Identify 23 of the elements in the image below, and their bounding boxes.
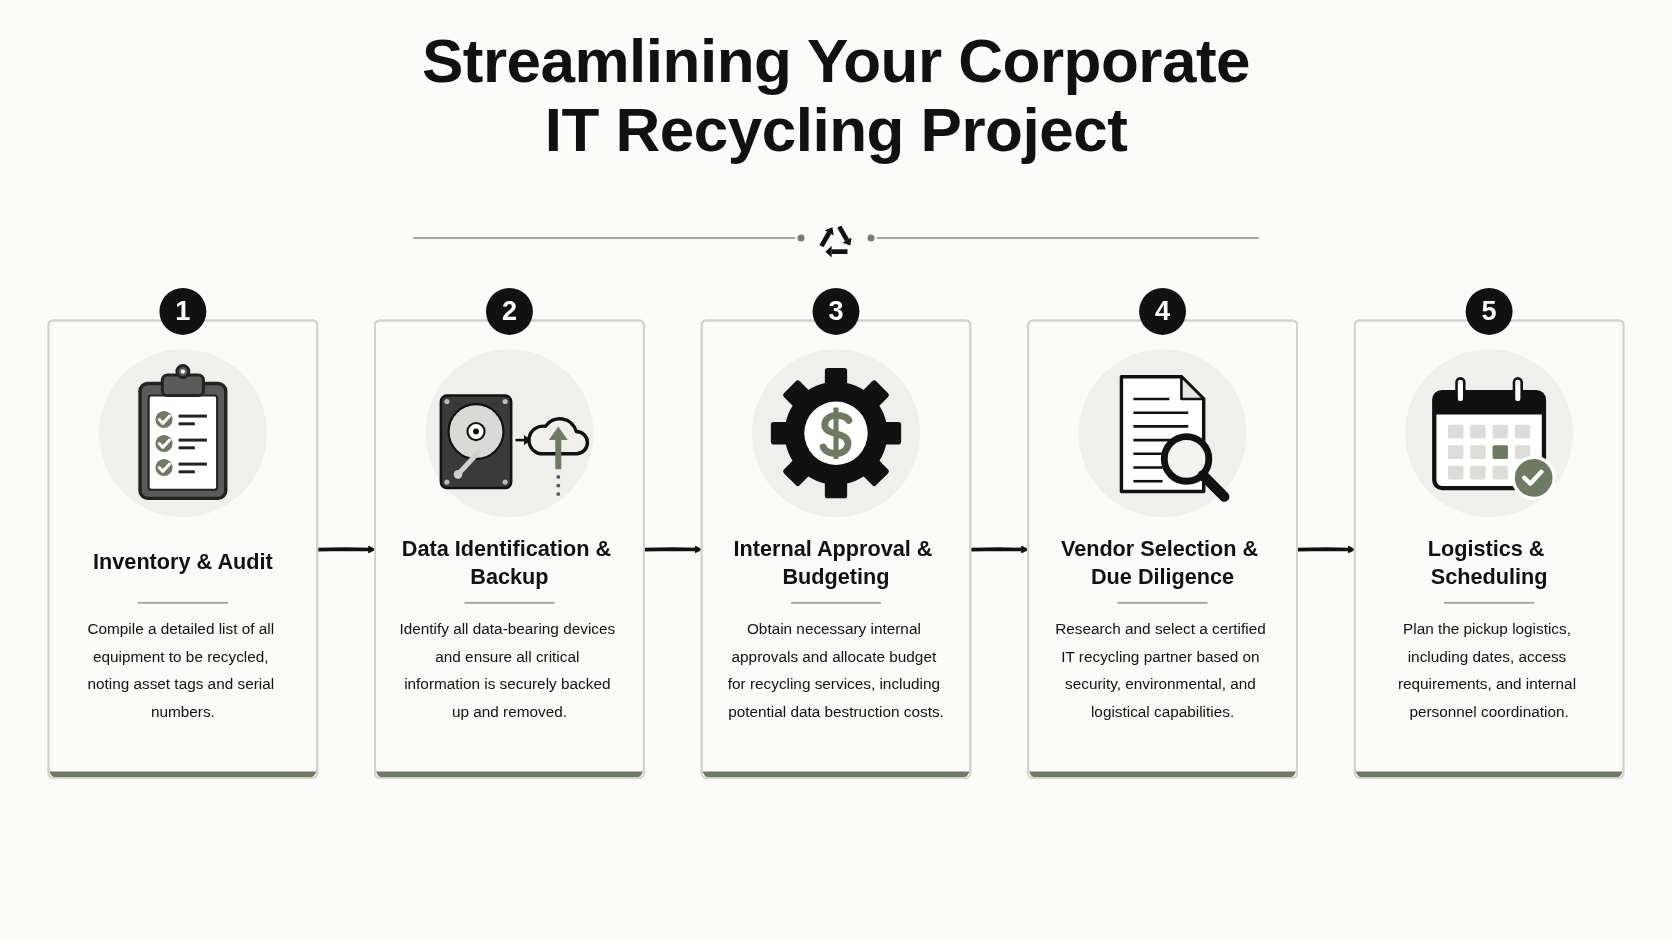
- arrow: [317, 545, 376, 554]
- number-badge: 5: [1465, 288, 1513, 335]
- number-badge: 3: [812, 288, 860, 335]
- step-title: Data Identification & Backup: [400, 534, 613, 591]
- number-badge: 4: [1139, 288, 1186, 335]
- step-card: [47, 288, 319, 779]
- arrow: [970, 545, 1029, 554]
- step-title: Logistics & Scheduling: [1426, 534, 1549, 591]
- number-badge: 1: [159, 288, 207, 335]
- step-title: Inventory & Audit: [93, 548, 273, 577]
- step-description: Obtain necessary internal approvals and allocate budget for recycling services, including potential data bestruction costs.: [726, 619, 945, 723]
- step-description: Identify all data-bearing devices and ensure all critical information is securely backed up and removed.: [398, 619, 617, 723]
- step-title: Internal Approval & Budgeting: [732, 534, 934, 591]
- number-badge: 2: [486, 288, 533, 335]
- step-card: [700, 288, 972, 779]
- step-description: Plan the pickup logistics, including dates, access requirements, and internal personnel coordination.: [1396, 619, 1578, 723]
- step-description: Research and select a certified IT recycling partner based on security, environmental, and logistical capabilities.: [1054, 619, 1267, 723]
- step-title: Vendor Selection & Due Diligence: [1059, 534, 1260, 591]
- step-description: Compile a detailed list of all equipment to be recycled, noting asset tags and serial numbers.: [86, 619, 276, 723]
- title: Streamlining Your Corporate IT Recycling Project: [420, 26, 1252, 165]
- step-card: [1027, 288, 1298, 779]
- step-card: [374, 288, 645, 779]
- step-card: [1353, 288, 1625, 779]
